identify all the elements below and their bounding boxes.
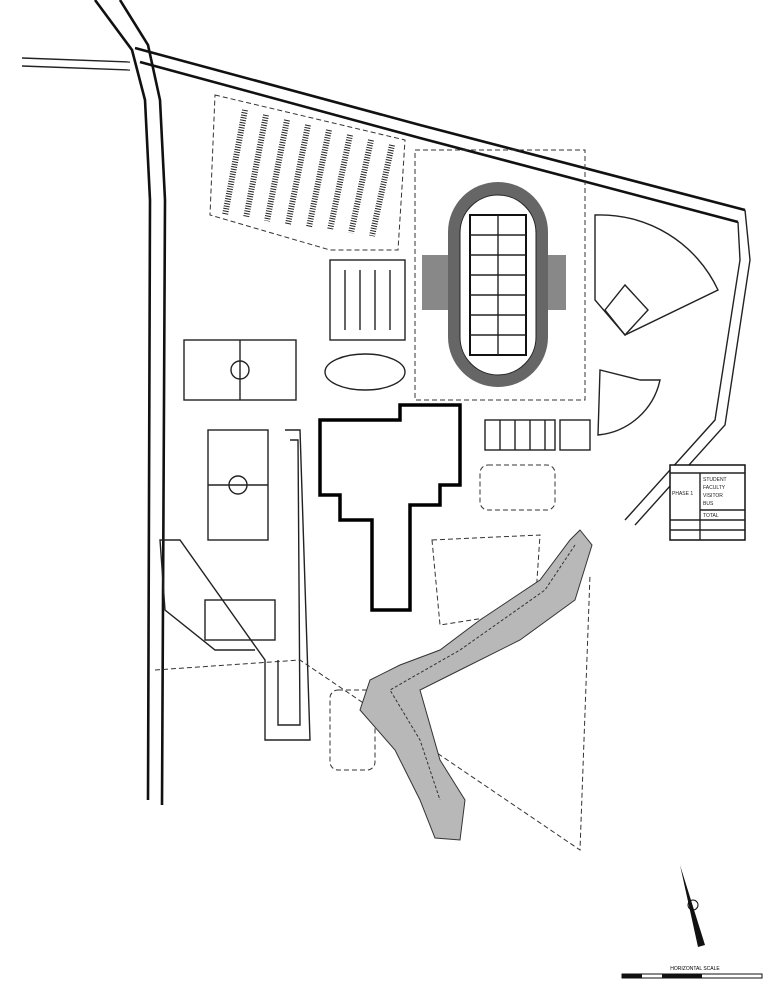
future-area	[431, 534, 541, 626]
future-area	[329, 689, 376, 771]
parking-row	[327, 134, 353, 231]
north-parking-lot	[209, 94, 406, 251]
scale-title: HORIZONTAL SCALE	[670, 966, 720, 972]
table-item: STUDENT	[703, 477, 727, 483]
parking-row	[369, 144, 395, 237]
parking-row	[222, 109, 248, 216]
parking-row	[306, 129, 332, 228]
west-road	[21, 0, 167, 806]
baseball-field	[594, 214, 719, 436]
future-area	[479, 464, 556, 511]
table-item: TOTAL	[703, 513, 719, 519]
parking-row	[243, 114, 269, 219]
table-item: VISITOR	[703, 493, 723, 499]
parking-row	[285, 124, 311, 225]
table-group-label: PHASE 1	[672, 491, 693, 497]
table-item: BUS	[703, 501, 714, 507]
property-line	[154, 574, 591, 851]
east-parking	[484, 419, 591, 451]
school-building	[318, 403, 462, 612]
north-arrow-icon	[680, 865, 705, 947]
scale-bar: HORIZONTAL SCALE	[621, 966, 763, 979]
table-item: FACULTY	[703, 485, 726, 491]
central-parking	[324, 259, 406, 391]
parking-row	[348, 139, 374, 234]
parking-table: PHASE 1 STUDENT FACULTY VISITOR BUS TOTA…	[669, 464, 746, 541]
wetland-corridor	[359, 529, 593, 841]
soccer-fields	[183, 339, 297, 541]
stadium	[414, 149, 586, 401]
stream-line	[389, 544, 576, 801]
bus-loop	[159, 429, 311, 741]
parking-row	[264, 119, 290, 222]
